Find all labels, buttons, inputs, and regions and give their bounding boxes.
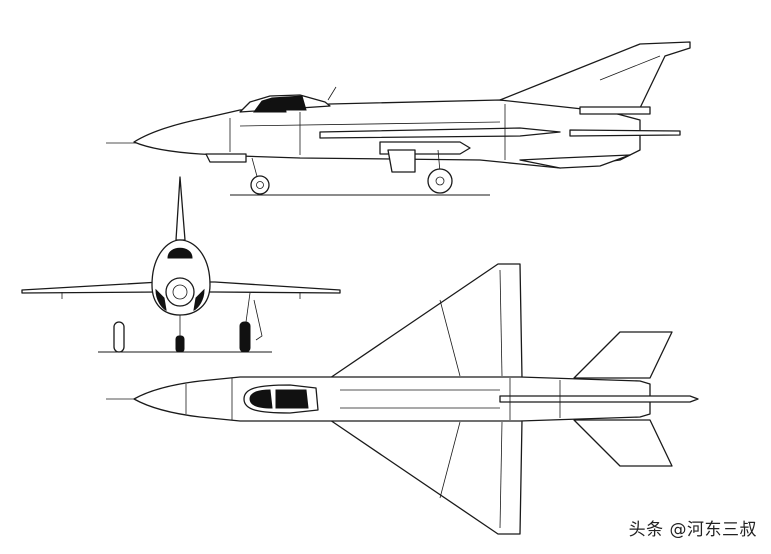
side-view-ventral-fin xyxy=(519,154,631,169)
watermark: 头条 @河东三叔 xyxy=(628,520,757,540)
side-view-antenna xyxy=(327,86,337,101)
top-view-wing-fence xyxy=(439,299,461,377)
front-view-canopy xyxy=(167,247,193,259)
top-view-canopy-glass-rear xyxy=(275,389,309,409)
front-view-intake-side-right xyxy=(193,288,205,311)
top-view-wing-fence xyxy=(439,421,461,499)
side-view-gear-door xyxy=(387,149,416,173)
front-view-nose-wheel xyxy=(175,335,185,353)
side-view-nose-wheel xyxy=(250,175,270,195)
top-view-aileron-line xyxy=(499,421,503,529)
top-view-stabilizer-lower xyxy=(573,419,673,467)
front-view-intake xyxy=(165,277,195,307)
side-view-tail-line xyxy=(599,55,661,81)
side-view-canopy-glass-rear xyxy=(267,95,307,111)
top-view-aileron-line xyxy=(499,269,503,377)
side-view-nose-hub xyxy=(256,181,264,189)
front-view-vertical-tail xyxy=(175,176,186,241)
front-view-right-wheel xyxy=(239,321,251,353)
side-view-main-hub xyxy=(435,176,445,186)
front-view-intake-cone xyxy=(172,284,188,300)
side-view-stabilizer xyxy=(569,129,681,137)
top-view-wing-upper xyxy=(329,263,523,379)
side-view-main-wheel xyxy=(427,168,453,194)
top-view-stabilizer-upper xyxy=(573,331,673,379)
top-view xyxy=(106,263,699,535)
side-view-vertical-tail xyxy=(499,41,691,113)
front-view-right-strut xyxy=(245,292,251,323)
side-view xyxy=(106,41,691,196)
front-view-left-wheel xyxy=(113,321,125,353)
top-view-missile xyxy=(499,395,699,403)
side-view-missile xyxy=(579,106,651,115)
front-view-intake-side-left xyxy=(155,288,167,311)
front-view-gear-door xyxy=(253,299,263,341)
top-view-canopy-glass xyxy=(249,389,273,409)
side-view-panel-line xyxy=(239,121,501,127)
front-view xyxy=(21,176,341,353)
side-view-main-gear-strut xyxy=(437,149,441,173)
side-view-wing xyxy=(319,127,561,139)
top-view-wing-lower xyxy=(329,419,523,535)
side-view-intake-fairing xyxy=(205,153,247,163)
